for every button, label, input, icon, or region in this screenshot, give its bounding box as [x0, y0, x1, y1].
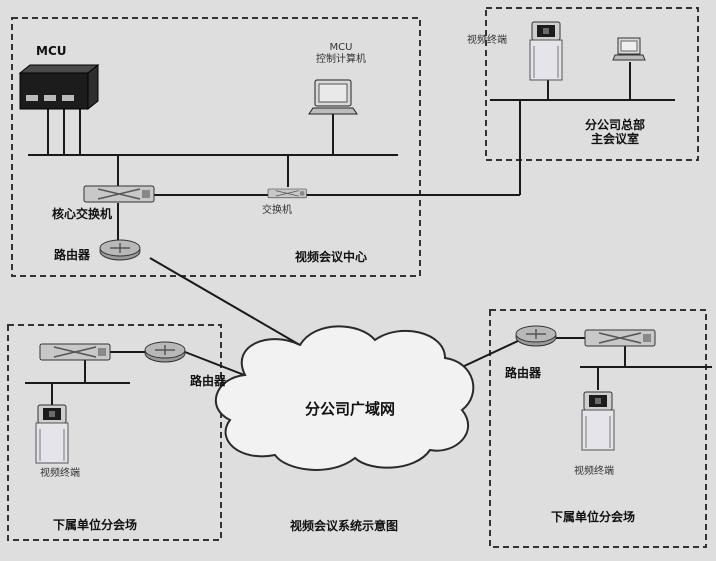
- mcu-label: MCU: [36, 44, 67, 58]
- video-terminal-icon: [35, 404, 69, 464]
- left-branch-zone: [7, 324, 222, 541]
- router-icon: [144, 341, 186, 363]
- switch-icon: [267, 188, 307, 199]
- diagram-caption: 视频会议系统示意图: [290, 519, 399, 533]
- right-branch-zone: [489, 309, 707, 548]
- router-right-label: 路由器: [505, 366, 542, 380]
- cloud-icon: [214, 325, 475, 471]
- terminal-right-label: 视频终端: [574, 466, 614, 477]
- terminal-hq-label: 视频终端: [467, 35, 507, 46]
- router-left-label: 路由器: [190, 374, 227, 388]
- router-icon: [515, 325, 557, 347]
- wan-label: 分公司广域网: [305, 400, 396, 418]
- hq-zone: [485, 7, 699, 161]
- mcu-control-label: MCU 控制计算机: [316, 42, 366, 65]
- computer-icon: [308, 79, 358, 115]
- terminal-left-label: 视频终端: [40, 468, 80, 479]
- hq-zone-label: 分公司总部 主会议室: [584, 118, 645, 147]
- switch-label: 交换机: [262, 205, 292, 216]
- computer-icon: [612, 37, 646, 61]
- switch-icon: [584, 329, 656, 347]
- video-terminal-icon: [529, 21, 563, 81]
- switch-icon: [83, 185, 155, 203]
- connections: [25, 62, 712, 405]
- mcu-server-icon: [18, 63, 100, 111]
- center-zone-label: 视频会议中心: [295, 250, 368, 264]
- video-terminal-icon: [581, 391, 615, 451]
- video-center-zone: [11, 17, 421, 277]
- left-zone-label: 下属单位分会场: [53, 518, 138, 532]
- router-center-label: 路由器: [54, 248, 91, 262]
- router-icon: [99, 239, 141, 261]
- core-switch-label: 核心交换机: [52, 207, 113, 221]
- switch-icon: [39, 343, 111, 361]
- right-zone-label: 下属单位分会场: [551, 510, 636, 524]
